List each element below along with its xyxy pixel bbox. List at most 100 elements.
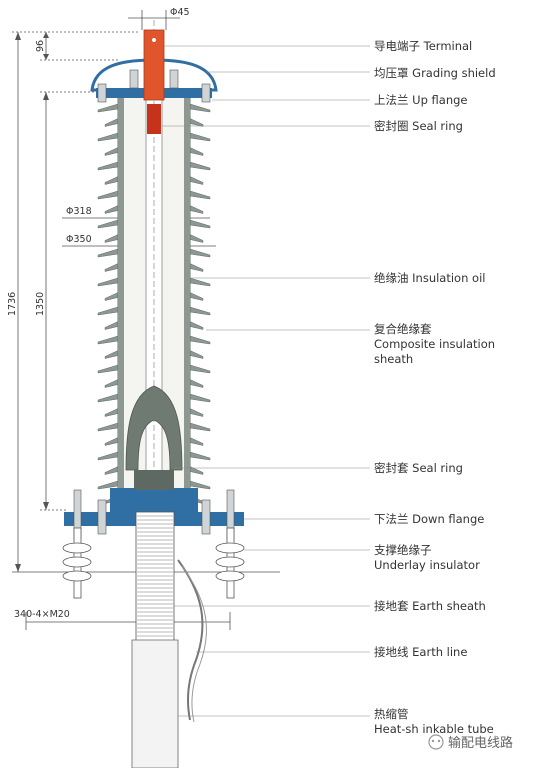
earth-sheath-corrugation [137,515,173,637]
underlay-insulator-right [215,527,245,599]
shed-right [189,350,204,359]
label-seal-ring-bottom: 密封套 Seal ring [374,461,463,475]
shed-right [189,422,211,432]
shed-right [189,176,204,185]
dim-phi350: Φ350 [66,234,92,245]
shed-right [189,205,204,214]
down-flange-inner [110,488,198,512]
shed-right [189,364,211,374]
shed-right [189,263,204,272]
label-underlay-insulator-2: Underlay insulator [374,558,480,572]
label-heat-shrink-2: Heat-sh inkable tube [374,722,494,736]
label-insulation-oil: 绝缘油 Insulation oil [374,271,485,285]
shed-right [189,437,204,446]
shed-left [104,234,119,243]
watermark-text: 输配电线路 [448,735,513,751]
heat-shrink-tube [131,639,179,768]
shed-right [189,321,204,330]
sheath-wall-right [184,96,190,512]
leader-lines [162,45,370,717]
shed-right [189,234,204,243]
up-flange-bolts [97,69,211,103]
earth-sheath [135,511,175,643]
shed-left [97,422,119,432]
shed-left [104,437,119,446]
earth-line [177,559,204,721]
shed-right [189,147,204,156]
shed-left [104,321,119,330]
shed-left [104,263,119,272]
shed-left [97,277,119,287]
shed-left [97,364,119,374]
shed-right [189,408,204,417]
label-underlay-insulator-1: 支撑绝缘子 [374,543,432,557]
label-composite-sheath-2: Composite insulation [374,337,495,351]
shed-left [97,161,119,171]
underlay-insulator-left [62,527,92,599]
shed-left [104,379,119,388]
shed-right [189,451,211,461]
shed-right [189,306,211,316]
label-heat-shrink-1: 热缩管 [374,707,409,721]
terminal-rod [143,29,165,101]
label-up-flange: 上法兰 Up flange [374,93,467,107]
shed-left [104,147,119,156]
shed-right [189,277,211,287]
dim-bolt: 340-4×M20 [14,609,70,620]
shed-right [189,393,211,403]
shed-left [104,205,119,214]
seal-ring-top [147,104,161,134]
shed-left [97,190,119,200]
dim-1350: 1350 [35,292,46,316]
label-earth-sheath: 接地套 Earth sheath [374,599,486,613]
label-seal-ring-top: 密封圈 Seal ring [374,119,463,133]
stress-cone [125,385,183,471]
shed-right [189,118,204,127]
earth-line-outline [181,565,207,723]
shed-left [97,480,119,490]
shed-left [104,466,119,475]
dim-1736: 1736 [7,292,18,316]
shed-left [97,306,119,316]
seal-ring-bottom [134,470,174,490]
label-terminal: 导电端子 Terminal [374,39,472,53]
shed-right [189,379,204,388]
shed-right [189,335,211,345]
shed-left [104,408,119,417]
down-flange-bolts [73,489,235,541]
label-composite-sheath-1: 复合绝缘套 [374,322,432,336]
label-earth-line: 接地线 Earth line [374,645,467,659]
shed-right [189,103,211,113]
wechat-icon [428,734,444,750]
shed-left [97,248,119,258]
dimension-ticks [15,32,49,572]
shed-right [189,161,211,171]
shed-left [104,292,119,301]
shed-left [104,118,119,127]
label-composite-sheath-3: sheath [374,352,413,366]
shed-left [104,350,119,359]
shed-right [189,190,211,200]
shed-right [189,480,211,490]
shed-left [97,451,119,461]
shed-right [189,248,211,258]
watermark: 输配电线路 [428,734,513,751]
dim-96: 96 [35,40,46,52]
label-grading-shield: 均压罩 Grading shield [374,66,496,80]
shed-left [104,176,119,185]
shed-left [97,219,119,229]
dim-phi318: Φ318 [66,206,92,217]
dim-phi45: Φ45 [170,7,190,18]
label-down-flange: 下法兰 Down flange [374,512,484,526]
shed-left [97,393,119,403]
shed-right [189,292,204,301]
shed-right [189,219,211,229]
shed-right [189,132,211,142]
shed-left [97,335,119,345]
terminal-hole [152,38,156,42]
shed-left [97,103,119,113]
shed-left [97,132,119,142]
sheath-wall-left [118,96,124,512]
